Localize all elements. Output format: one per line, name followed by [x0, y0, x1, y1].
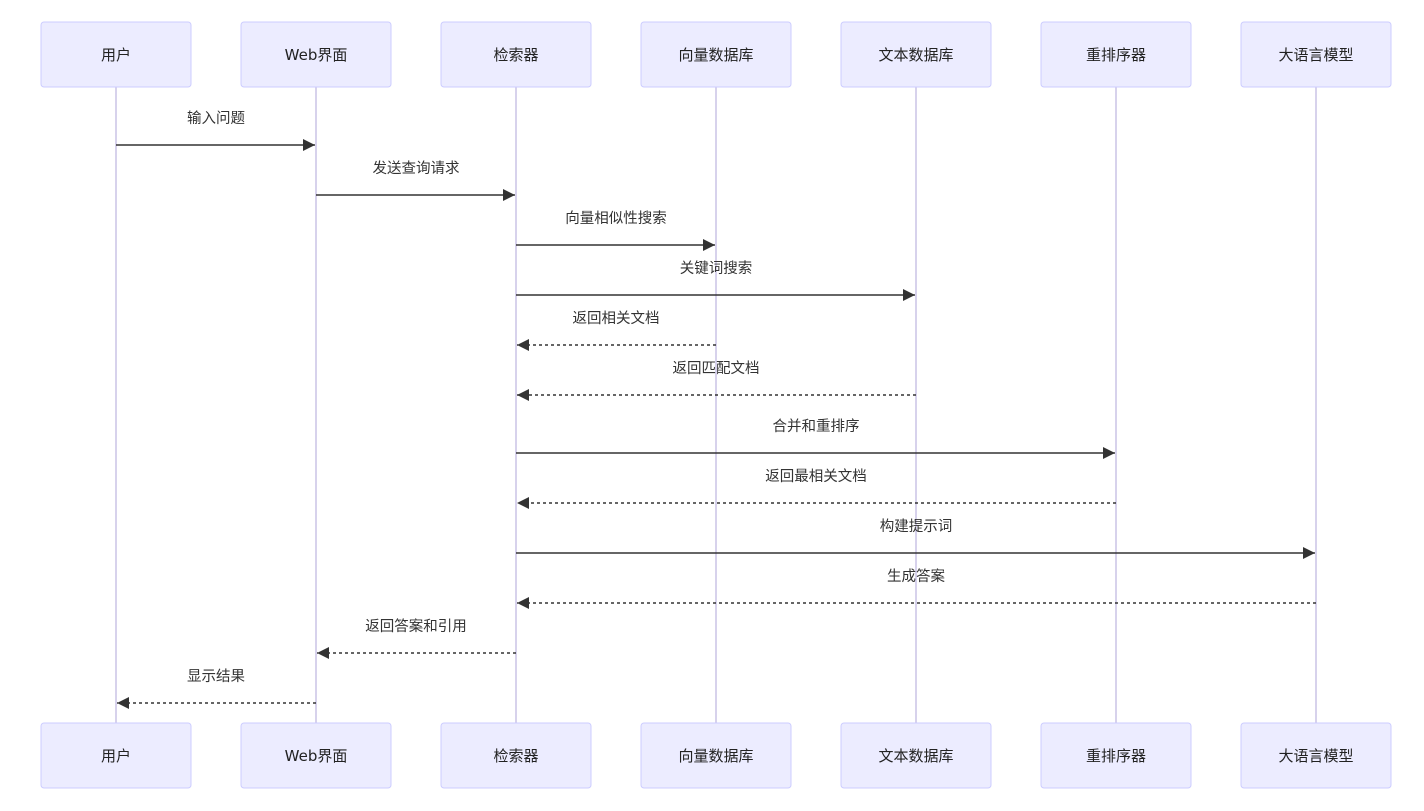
actor-box [1240, 21, 1392, 88]
message-11: 返回答案和引用 [317, 617, 516, 659]
actor-label: 检索器 [493, 747, 538, 765]
actor-top-vectordb: 向量数据库 [640, 21, 792, 88]
message-label: 返回相关文档 [573, 310, 660, 327]
message-5: 返回相关文档 [517, 310, 716, 351]
message-label: 发送查询请求 [373, 160, 460, 177]
message-10: 生成答案 [517, 567, 1316, 609]
message-6: 返回匹配文档 [517, 360, 916, 401]
actor-box [840, 722, 992, 789]
actor-bottom-textdb: 文本数据库 [840, 722, 992, 789]
actor-label: 重排序器 [1086, 747, 1146, 765]
actor-label: Web界面 [285, 747, 348, 765]
message-label: 生成答案 [887, 567, 945, 585]
actor-top-retriever: 检索器 [440, 21, 592, 88]
actor-bottom-user: 用户 [40, 722, 192, 789]
message-4: 关键词搜索 [516, 260, 915, 301]
message-label: 显示结果 [187, 668, 245, 685]
actor-box [240, 21, 392, 88]
actor-top-textdb: 文本数据库 [840, 21, 992, 88]
message-9: 构建提示词 [516, 518, 1315, 559]
actor-bottom-vectordb: 向量数据库 [640, 722, 792, 789]
actor-box [1040, 722, 1192, 789]
message-label: 输入问题 [187, 110, 245, 127]
message-8: 返回最相关文档 [517, 468, 1116, 509]
actor-box [440, 21, 592, 88]
actor-label: 向量数据库 [678, 747, 753, 765]
actor-bottom-web: Web界面 [240, 722, 392, 789]
actor-label: Web界面 [285, 46, 348, 64]
actors-top: 用户 Web界面 检索器 向量数据库 文本数据库 重排序器 大语言模型 [40, 21, 1392, 88]
actor-top-web: Web界面 [240, 21, 392, 88]
message-label: 关键词搜索 [680, 260, 753, 277]
actor-label: 用户 [101, 46, 131, 64]
message-1: 输入问题 [116, 110, 315, 151]
actor-box [40, 722, 192, 789]
message-12: 显示结果 [117, 668, 316, 709]
message-3: 向量相似性搜索 [516, 210, 715, 251]
message-7: 合并和重排序 [516, 418, 1115, 459]
actors-bottom: 用户 Web界面 检索器 向量数据库 文本数据库 重排序器 大语言模型 [40, 722, 1392, 789]
actor-top-user: 用户 [40, 21, 192, 88]
actor-bottom-llm: 大语言模型 [1240, 722, 1392, 789]
actor-top-llm: 大语言模型 [1240, 21, 1392, 88]
actor-top-reranker: 重排序器 [1040, 21, 1192, 88]
actor-label: 重排序器 [1086, 46, 1146, 64]
actor-label: 用户 [101, 747, 131, 765]
actor-label: 向量数据库 [678, 46, 753, 64]
message-label: 构建提示词 [880, 518, 953, 535]
lifelines [115, 87, 1317, 723]
actor-box [640, 21, 792, 88]
message-label: 返回最相关文档 [765, 468, 867, 485]
messages: 输入问题发送查询请求向量相似性搜索关键词搜索返回相关文档返回匹配文档合并和重排序… [116, 110, 1316, 709]
actor-box [1240, 722, 1392, 789]
actor-label: 检索器 [493, 46, 538, 64]
message-label: 合并和重排序 [773, 418, 860, 435]
actor-label: 文本数据库 [878, 747, 953, 765]
actor-bottom-reranker: 重排序器 [1040, 722, 1192, 789]
actor-box [1040, 21, 1192, 88]
actor-label: 大语言模型 [1278, 46, 1353, 64]
actor-label: 文本数据库 [878, 46, 953, 64]
actor-bottom-retriever: 检索器 [440, 722, 592, 789]
actor-box [840, 21, 992, 88]
actor-box [240, 722, 392, 789]
actor-box [640, 722, 792, 789]
actor-box [40, 21, 192, 88]
actor-label: 大语言模型 [1278, 747, 1353, 765]
message-2: 发送查询请求 [316, 160, 515, 201]
message-label: 返回匹配文档 [673, 360, 760, 377]
message-label: 向量相似性搜索 [565, 210, 667, 227]
actor-box [440, 722, 592, 789]
message-label: 返回答案和引用 [365, 617, 467, 635]
